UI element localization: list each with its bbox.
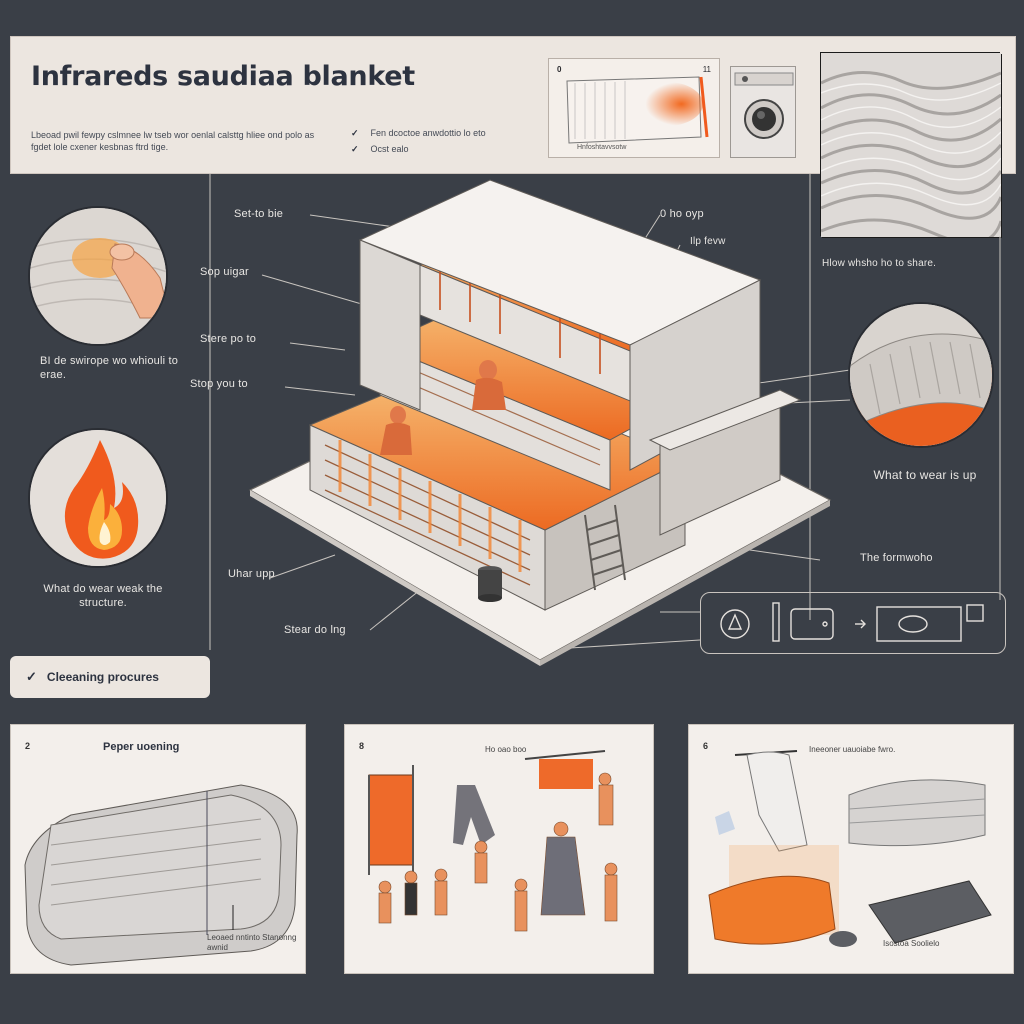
fabric-texture-card bbox=[820, 52, 1003, 245]
people-changing-illustration bbox=[368, 750, 618, 932]
callout-o-ho-oyp: 0 ho oyp bbox=[660, 208, 704, 220]
callout-stear-doing: Stear do lng bbox=[284, 624, 346, 636]
step-number: 8 bbox=[359, 741, 365, 751]
callout-sop-uigar: Sop uigar bbox=[200, 266, 249, 278]
what-do-wear-label: What do wear weak the structure. bbox=[43, 583, 163, 609]
storage-illustration bbox=[708, 750, 992, 947]
what-to-wear-label: What to wear is up bbox=[873, 468, 977, 482]
callout-set-to-die: Set-to bie bbox=[234, 208, 284, 220]
callout-stere-po-to: Stere po to bbox=[200, 333, 257, 345]
callout-the-formwoho: The formwoho bbox=[860, 552, 933, 564]
seated-person-lower bbox=[380, 406, 412, 455]
step-card-1: 2 Peper uoening Leoaed nntinto Stanonng … bbox=[10, 724, 306, 974]
page-title: Infrareds saudiaa blanket bbox=[31, 61, 415, 92]
step-caption-top: Ineeoner uauoiabe fwro. bbox=[809, 745, 896, 754]
step-caption: Leoaed nntinto Stanonng awnid bbox=[207, 933, 297, 952]
how-to-share-label: Hlow whsho ho to share. bbox=[822, 258, 937, 269]
flame-circle bbox=[28, 428, 168, 568]
bullet-item: ✓Ocst ealo bbox=[351, 144, 409, 154]
step-card-3: 6 Ineeoner uauoiabe fwro. Isostoa Soolie… bbox=[688, 724, 1014, 974]
step-caption-bottom: Isostoa Soolielo bbox=[883, 939, 940, 948]
step-number: 6 bbox=[703, 741, 709, 751]
step-caption: Ho oao boo bbox=[485, 745, 527, 754]
step-card-2: 8 Ho oao boo bbox=[344, 724, 654, 974]
blanket-heat-panel: 0 11 Hnfoshtavvsotw bbox=[548, 58, 720, 158]
instruction-flow-box bbox=[700, 592, 1006, 654]
heated-blanket-illustration bbox=[566, 76, 709, 144]
panel-number: 0 bbox=[557, 65, 562, 74]
bullet-item: ✓Fen dcoctoe anwdottio lo eto bbox=[351, 128, 486, 138]
washing-machine-icon bbox=[730, 66, 796, 158]
folded-blanket-illustration bbox=[24, 784, 298, 966]
check-icon: ✓ bbox=[351, 128, 359, 138]
bullet-list: ✓Fen dcoctoe anwdottio lo eto ✓Ocst ealo bbox=[351, 125, 486, 157]
intro-text: Lbeoad pwil fewpy cslmnee lw tseb wor oe… bbox=[31, 130, 315, 152]
folded-fabric-circle bbox=[848, 302, 994, 448]
left-question-label: BI de swirope wo whiouli to erae. bbox=[40, 355, 179, 381]
check-icon: ✓ bbox=[26, 669, 37, 684]
callout-stop-you-to: Stop you to bbox=[190, 378, 248, 390]
touch-fabric-circle bbox=[28, 206, 168, 346]
sauna-structure-illustration bbox=[248, 179, 832, 666]
step-number: 2 bbox=[25, 741, 31, 751]
legend-label: Cleeaning procures bbox=[46, 670, 159, 684]
panel-caption: Hnfoshtavvsotw bbox=[577, 144, 627, 151]
seated-person-upper bbox=[472, 360, 506, 410]
callout-lip-fevw: Ilp fevw bbox=[690, 236, 726, 247]
step-title: Peper uoening bbox=[103, 741, 180, 753]
check-icon: ✓ bbox=[351, 144, 359, 154]
cleaning-procedures-pill[interactable]: ✓ Cleeaning procures bbox=[10, 656, 210, 698]
callout-uhar-upp: Uhar upp bbox=[228, 568, 275, 580]
panel-number-right: 11 bbox=[702, 65, 711, 74]
